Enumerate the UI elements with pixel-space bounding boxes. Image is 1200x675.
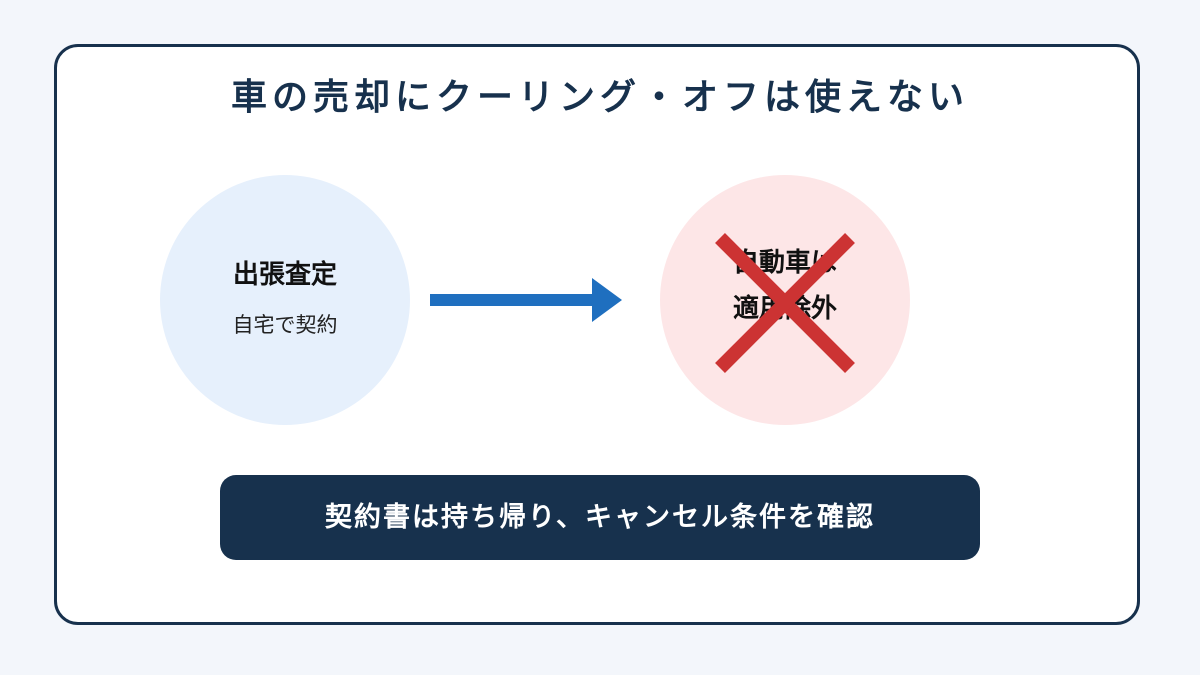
left-circle: 出張査定 自宅で契約 <box>160 175 410 425</box>
page-title: 車の売却にクーリング・オフは使えない <box>230 77 969 118</box>
advice-banner: 契約書は持ち帰り、キャンセル条件を確認 <box>220 475 980 560</box>
cross-mark-icon <box>715 233 855 373</box>
left-circle-sub-label: 自宅で契約 <box>232 313 338 337</box>
arrow-right-icon <box>430 278 622 322</box>
left-circle-main-label: 出張査定 <box>232 260 337 290</box>
